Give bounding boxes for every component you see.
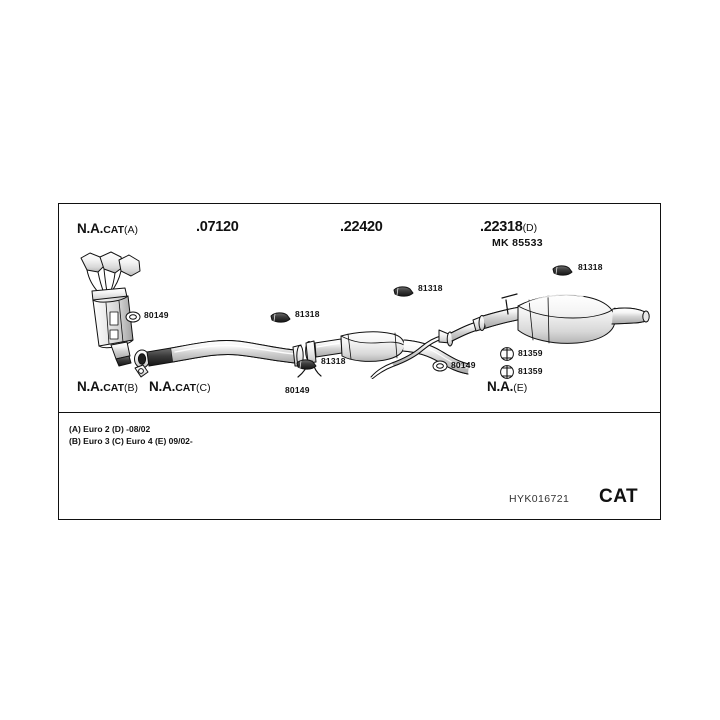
note-line-1: (A) Euro 2 (D) -08/02 <box>69 424 151 434</box>
callout-81359-upper: 81359 <box>518 348 543 358</box>
header-part-number-22420: .22420 <box>340 218 383 236</box>
note-line-2: (B) Euro 3 (C) Euro 4 (E) 09/02- <box>69 435 193 446</box>
callout-81318-mid-top: 81318 <box>295 309 320 319</box>
footer-cat-c-na: N.A. <box>149 379 176 394</box>
footer-part-label-row: N.A.CAT(B) N.A.CAT(C) N.A.(E) <box>59 378 660 400</box>
header-22318-paren: (D) <box>522 222 538 234</box>
hanger-mount-icon-upper <box>500 347 514 361</box>
header-part-number-row: N.A.CAT(A) .07120 .22420 .22318(D) MK 85… <box>59 212 660 249</box>
clamp-icon-mid-low <box>296 359 317 370</box>
callout-81318-mid-low: 81318 <box>321 356 346 366</box>
rear-muffler-part <box>472 293 650 344</box>
clamp-icon-mid-top <box>270 312 291 323</box>
footer-label-cat-b: N.A.CAT(B) <box>77 378 138 396</box>
catalog-cat-mark: CAT <box>599 486 639 507</box>
callout-80149-mid: 80149 <box>285 385 310 395</box>
header-cat-a-na: N.A. <box>77 221 104 236</box>
footer-label-na-e: N.A.(E) <box>487 378 527 396</box>
emission-standard-notes: (A) Euro 2 (D) -08/02 (B) Euro 3 (C) Eur… <box>69 424 193 447</box>
header-cat-a-cat: CAT <box>103 224 125 236</box>
header-07120-value: .07120 <box>196 219 239 235</box>
footer-cat-b-na: N.A. <box>77 379 104 394</box>
front-pipe-part <box>134 340 304 378</box>
header-22420-value: .22420 <box>340 219 383 235</box>
exhaust-system-diagram-frame: N.A.CAT(A) .07120 .22420 .22318(D) MK 85… <box>58 203 661 520</box>
rear-connecting-pipe <box>370 320 483 379</box>
clamp-icon-muffler <box>552 265 573 276</box>
footer-label-cat-c: N.A.CAT(C) <box>149 378 211 396</box>
manifold-catalyst-part <box>80 251 141 367</box>
footer-cat-b-cat: CAT <box>103 382 125 394</box>
callout-80149-front: 80149 <box>144 310 169 320</box>
header-cat-a-paren: (A) <box>124 224 139 236</box>
header-label-cat-a: N.A.CAT(A) <box>77 220 138 238</box>
header-part-number-22318: .22318(D) MK 85533 <box>480 218 543 249</box>
section-divider <box>59 412 660 413</box>
footer-cat-b-paren: (B) <box>124 382 139 394</box>
gasket-ring-icon-rear <box>432 360 448 372</box>
callout-80149-rear: 80149 <box>451 360 476 370</box>
callout-81318-muffler: 81318 <box>578 262 603 272</box>
document-reference-code: HYK016721 <box>509 493 570 505</box>
clamp-icon-rear <box>393 286 414 297</box>
header-22318-value: .22318 <box>480 219 523 235</box>
hanger-mount-icon-lower <box>500 365 514 379</box>
callout-81318-rear: 81318 <box>418 283 443 293</box>
footer-na-e-na: N.A. <box>487 379 514 394</box>
callout-81359-lower: 81359 <box>518 366 543 376</box>
footer-cat-c-cat: CAT <box>175 382 197 394</box>
exhaust-system-line-drawing: 80149 81318 81318 80149 81318 80149 8131… <box>59 244 662 395</box>
gasket-ring-icon-front <box>125 311 141 323</box>
header-part-number-07120: .07120 <box>196 218 239 236</box>
header-22318-sub: MK 85533 <box>492 237 543 249</box>
footer-cat-c-paren: (C) <box>196 382 211 394</box>
footer-na-e-paren: (E) <box>513 382 528 394</box>
